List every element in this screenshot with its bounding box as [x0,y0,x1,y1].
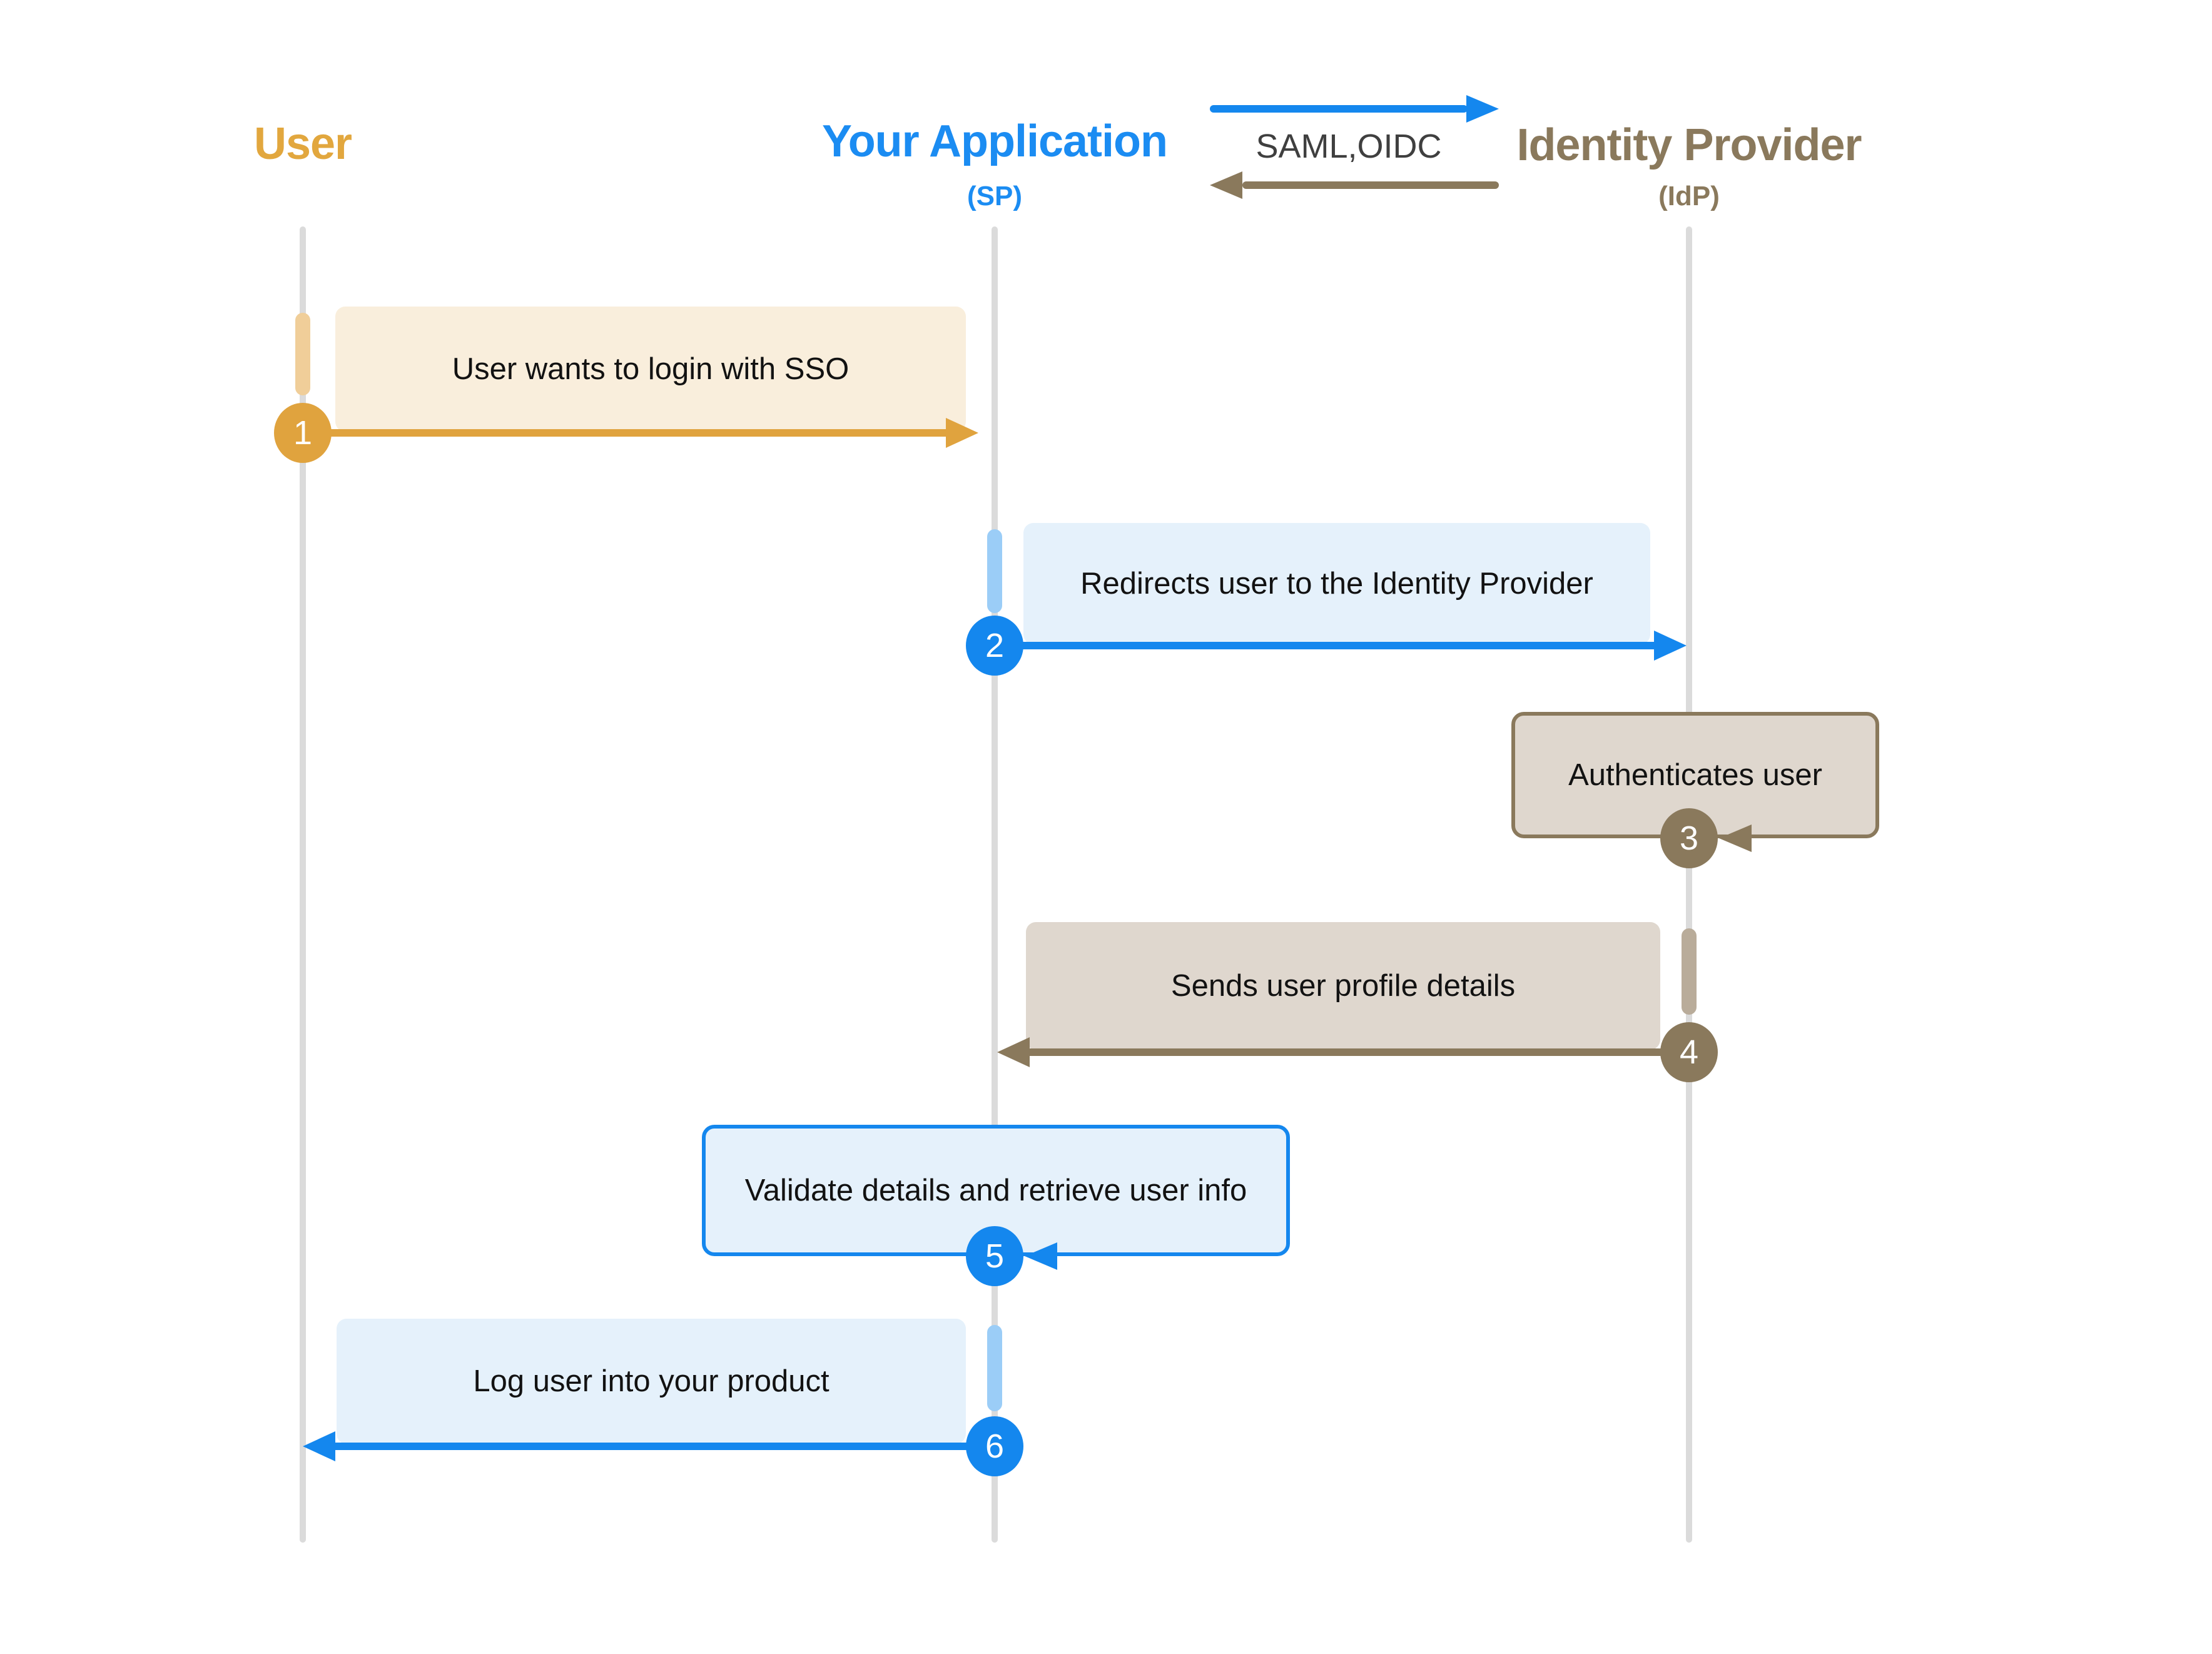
legend-arrow-left-line [1242,181,1499,189]
step-6-arrow-line [335,1443,995,1450]
lifeline-user [300,226,306,1543]
step-4-activation-bar [1682,928,1697,1015]
step-5-message-text: Validate details and retrieve user info [744,1174,1247,1207]
step-6-message-text: Log user into your product [473,1364,830,1398]
actor-user-label: User [253,119,352,169]
step-1-number-badge: 1 [274,403,332,463]
step-3-number-badge: 3 [1660,808,1718,868]
step-2-arrow-head-icon [1654,631,1687,661]
actor-idp-subtitle: (IdP) [1658,181,1720,211]
step-4-arrow-head-icon [997,1037,1030,1067]
step-4-arrow-line [1030,1048,1689,1056]
step-4-number-badge: 4 [1660,1022,1718,1082]
step-6-number: 6 [985,1428,1005,1465]
legend-arrow-right-head-icon [1466,95,1499,123]
step-6-arrow-head-icon [303,1431,335,1461]
step-2-arrow-line [995,642,1654,649]
step-3-number: 3 [1679,819,1699,857]
step-2-activation-bar [987,529,1002,613]
step-4-message-box: Sends user profile details [1026,922,1660,1050]
lifeline-identity-provider [1686,226,1692,1543]
step-5-number-badge: 5 [966,1226,1023,1286]
actor-application-subtitle: (SP) [967,181,1022,211]
legend-arrow-left-head-icon [1210,171,1242,199]
step-2-number-badge: 2 [966,616,1023,676]
step-1-message-text: User wants to login with SSO [452,352,850,386]
step-1-arrow-head-icon [946,418,978,448]
step-6-number-badge: 6 [966,1416,1023,1476]
lifeline-application [992,226,998,1543]
step-3-arrow-head-icon [1719,824,1752,852]
step-2-message-box: Redirects user to the Identity Provider [1023,523,1650,644]
actor-idp-label: Identity Provider [1516,120,1862,170]
step-6-activation-bar [987,1325,1002,1411]
step-5-number: 5 [985,1237,1005,1275]
step-1-number: 1 [293,414,313,452]
step-6-message-box: Log user into your product [337,1319,966,1444]
step-2-message-text: Redirects user to the Identity Provider [1080,567,1593,601]
step-1-message-box: User wants to login with SSO [335,307,966,432]
step-3-message-text: Authenticates user [1568,758,1822,792]
step-1-activation-bar [295,313,310,395]
step-5-arrow-head-icon [1025,1242,1057,1270]
legend-protocol-label: SAML,OIDC [1256,128,1442,165]
step-4-number: 4 [1679,1033,1699,1071]
step-4-message-text: Sends user profile details [1170,969,1516,1003]
actor-application-label: Your Application [822,116,1168,166]
step-2-number: 2 [985,627,1005,664]
step-1-arrow-line [303,429,948,437]
legend-arrow-right-line [1210,105,1468,113]
